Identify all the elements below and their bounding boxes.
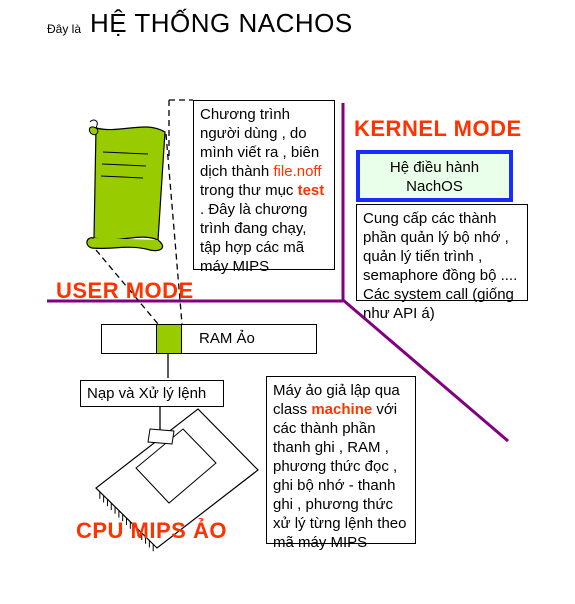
machine-note-keyword: machine [311,401,373,418]
virtual-ram-label: RAM Ảo [199,330,255,347]
virtual-ram-bar [101,324,317,354]
user-mode-label: USER MODE [56,278,194,303]
program-note: Chương trình người dùng , do mình viết r… [193,100,335,275]
page-title: HỆ THỐNG NACHOS [90,8,353,38]
scroll-icon [86,119,166,252]
nachos-os-line2: NachOS [406,178,463,195]
fetch-execute-box: Nạp và Xử lý lệnh [80,380,224,407]
machine-note-text-1: Máy ảo giả lập qua class [273,382,400,418]
cpu-chip-icon [95,408,259,552]
nachos-os-line1: Hệ điều hành [389,159,480,176]
title-prefix: Đây là [47,22,82,36]
program-note-text-2: trong thư mục [200,182,298,199]
ram-program-segment [156,324,182,354]
machine-note-text-2: với các thành phần thanh ghi , RAM , phư… [273,401,407,551]
dashed-connectors [95,99,193,325]
program-note-text-1: Chương trình người dùng , do mình viết r… [200,106,320,180]
program-note-text-3: . Đây là chương trình đang chạy, tập hợp… [200,201,308,275]
nachos-os-box: Hệ điều hành NachOS [356,150,513,202]
program-note-file: file.noff [273,163,322,180]
kernel-mode-label: KERNEL MODE [354,116,522,141]
program-note-folder: test [297,182,325,199]
kernel-note: Cung cấp các thành phần quản lý bộ nhớ ,… [356,204,528,322]
machine-note: Máy ảo giả lập qua class machine với các… [266,376,416,551]
cpu-label: CPU MIPS ẢO [76,518,227,543]
mode-boundary-diagonal [342,298,509,443]
